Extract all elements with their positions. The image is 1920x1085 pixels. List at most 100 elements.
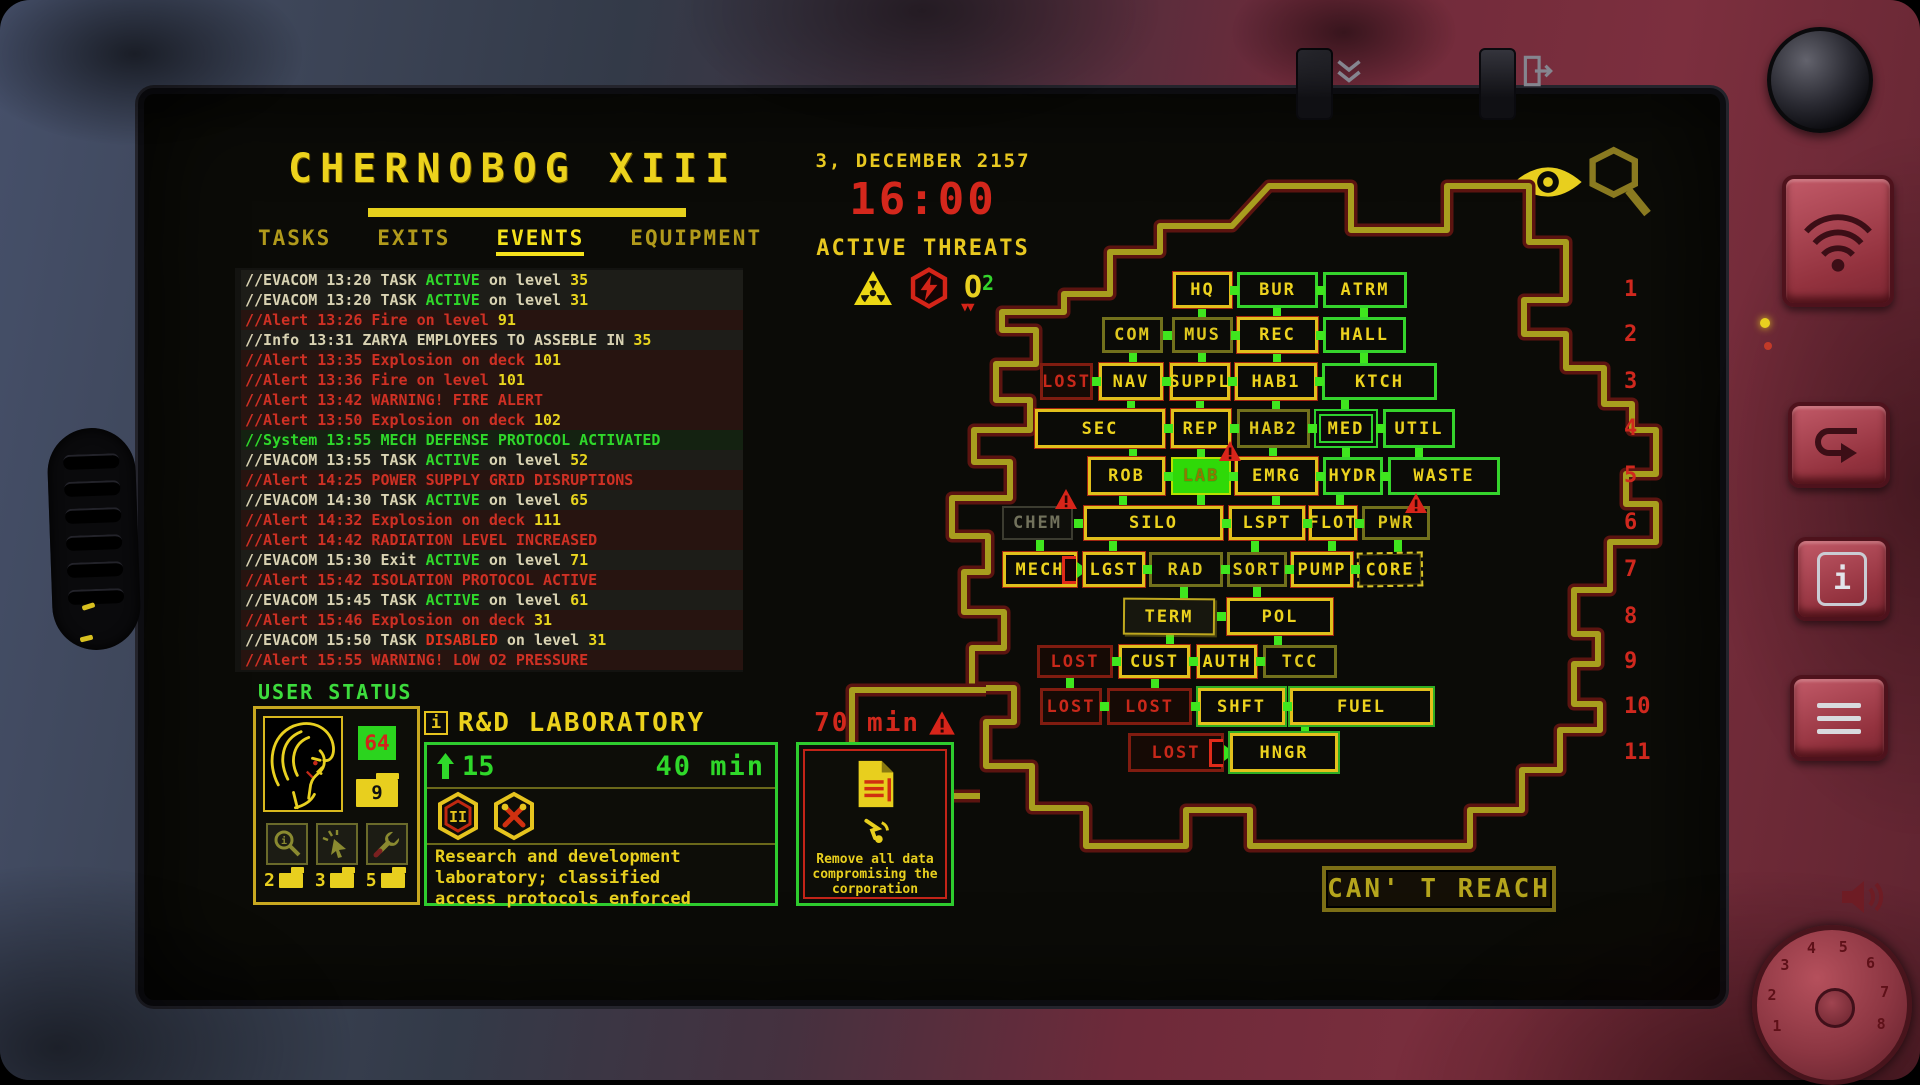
- room-rob[interactable]: ROB: [1088, 457, 1165, 495]
- info-icon: i: [1817, 552, 1867, 606]
- room-lost[interactable]: LOST: [1107, 688, 1192, 725]
- cant-reach-button[interactable]: CAN' T REACH: [1322, 866, 1556, 912]
- room-connector: [1230, 330, 1240, 340]
- level-gain: 15: [462, 750, 495, 782]
- room-hab1[interactable]: HAB1: [1235, 363, 1317, 400]
- folder-icon: [329, 867, 355, 888]
- room-lgst[interactable]: LGST: [1083, 552, 1145, 587]
- folder-count-badge: 9: [356, 773, 399, 807]
- map-row-number: 9: [1624, 648, 1638, 674]
- room-sec[interactable]: SEC: [1035, 409, 1165, 448]
- objective-time: 70 min: [814, 708, 920, 738]
- inspect-tool-button[interactable]: i: [266, 823, 308, 865]
- room-hq[interactable]: HQ: [1173, 272, 1232, 308]
- room-connector: [1091, 377, 1101, 386]
- room-connector: [1100, 702, 1109, 711]
- room-hall[interactable]: HALL: [1323, 317, 1406, 353]
- room-cust[interactable]: CUST: [1119, 645, 1190, 678]
- room-connector: [1284, 565, 1294, 574]
- room-lspt[interactable]: LSPT: [1229, 506, 1305, 540]
- room-pol[interactable]: POL: [1227, 598, 1333, 635]
- room-connector: [1220, 565, 1230, 574]
- room-rec[interactable]: REC: [1237, 317, 1318, 353]
- room-connector: [1229, 424, 1239, 433]
- room-fuel[interactable]: FUEL: [1290, 688, 1433, 725]
- room-mus[interactable]: MUS: [1172, 317, 1233, 353]
- room-auth[interactable]: AUTH: [1197, 645, 1257, 678]
- map-row-number: 8: [1624, 603, 1638, 629]
- tool-count: 2: [264, 867, 304, 891]
- room-connector: [1216, 612, 1226, 621]
- room-connector: [1283, 702, 1292, 711]
- svg-text:i: i: [281, 835, 287, 847]
- room-silo[interactable]: SILO: [1084, 506, 1223, 540]
- map-row-number: 5: [1624, 463, 1638, 488]
- room-emrg[interactable]: EMRG: [1235, 457, 1318, 495]
- map-row-number: 3: [1624, 368, 1638, 394]
- info-button[interactable]: i: [1794, 537, 1890, 621]
- dial-number: 3: [1780, 956, 1790, 975]
- room-atrm[interactable]: ATRM: [1323, 272, 1407, 308]
- warning-icon: [1218, 440, 1242, 466]
- room-flot[interactable]: FLOT: [1309, 506, 1357, 540]
- room-connector: [1190, 702, 1200, 711]
- room-connector: [1142, 565, 1152, 574]
- room-lost[interactable]: LOST: [1040, 363, 1093, 400]
- room-connector: [1074, 518, 1083, 528]
- repair-tool-button[interactable]: [366, 823, 408, 865]
- room-nav[interactable]: NAV: [1099, 363, 1163, 400]
- room-connector: [1111, 657, 1121, 666]
- dial-number: 1: [1772, 1017, 1782, 1036]
- power-knob[interactable]: [1767, 27, 1873, 133]
- yellow-led: [1760, 318, 1770, 328]
- room-connector: [1315, 377, 1324, 386]
- volume-icon: [1842, 881, 1884, 913]
- room-hydr[interactable]: HYDR: [1323, 457, 1383, 495]
- menu-button[interactable]: [1790, 675, 1888, 761]
- return-icon: [1815, 428, 1857, 463]
- shield-check-icon: [1337, 60, 1361, 83]
- room-lost[interactable]: LOST: [1040, 688, 1102, 725]
- room-shft[interactable]: SHFT: [1198, 688, 1285, 725]
- dial-number: 6: [1866, 954, 1876, 973]
- room-com[interactable]: COM: [1102, 317, 1163, 353]
- dial-number: 7: [1880, 983, 1890, 1002]
- room-lost[interactable]: LOST: [1128, 733, 1235, 772]
- room-connector: [1255, 657, 1265, 666]
- room-rad[interactable]: RAD: [1149, 552, 1223, 587]
- room-lost[interactable]: LOST: [1037, 645, 1113, 678]
- interact-icon: [322, 830, 346, 858]
- svg-text:II: II: [449, 808, 467, 826]
- interact-tool-button[interactable]: [316, 823, 358, 865]
- inspect-icon: i: [274, 830, 301, 857]
- room-suppl[interactable]: SUPPL: [1169, 363, 1230, 400]
- room-connector: [1221, 518, 1231, 528]
- room-util[interactable]: UTIL: [1383, 409, 1455, 448]
- room-connector: [1350, 565, 1360, 574]
- exit-door-icon: [1523, 55, 1553, 87]
- room-term[interactable]: TERM: [1122, 597, 1216, 636]
- info-icon: i: [424, 711, 448, 735]
- room-ktch[interactable]: KTCH: [1322, 363, 1437, 400]
- room-med[interactable]: MED: [1314, 409, 1378, 448]
- room-bur[interactable]: BUR: [1237, 272, 1318, 308]
- signal-button[interactable]: [1782, 175, 1894, 307]
- room-hngr[interactable]: HNGR: [1230, 733, 1338, 772]
- room-tcc[interactable]: TCC: [1263, 645, 1337, 678]
- room-sort[interactable]: SORT: [1227, 552, 1287, 587]
- return-button[interactable]: [1788, 402, 1890, 488]
- room-hab2[interactable]: HAB2: [1237, 409, 1310, 448]
- warning-icon: [1404, 492, 1428, 518]
- room-core[interactable]: CORE: [1356, 551, 1424, 588]
- hinge: [1479, 48, 1516, 120]
- tool-count: 3: [315, 867, 355, 891]
- room-connector: [1316, 285, 1325, 295]
- room-connector: [1162, 377, 1171, 386]
- folder-icon: [380, 867, 406, 888]
- room-pump[interactable]: PUMP: [1291, 552, 1353, 587]
- room-mech[interactable]: MECH: [1003, 552, 1088, 587]
- room-waste[interactable]: WASTE: [1388, 457, 1500, 495]
- health-badge: 64: [358, 726, 396, 760]
